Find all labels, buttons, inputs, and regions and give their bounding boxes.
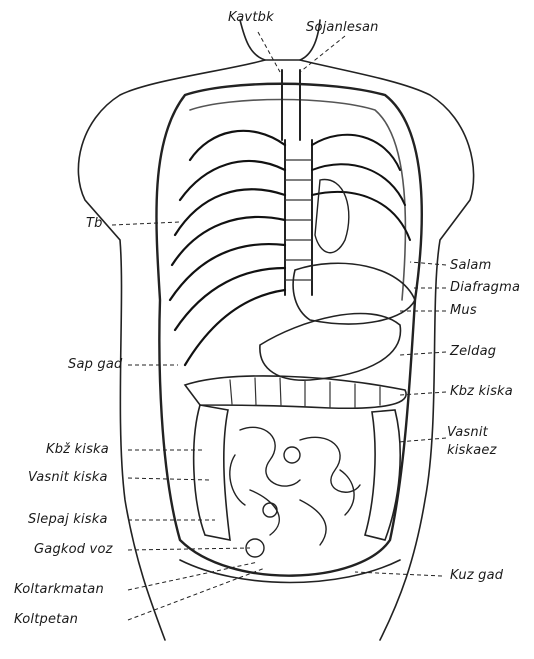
label-vasnit: Vasnit: [447, 425, 488, 441]
label-sojanlesan: Sojanlesan: [306, 20, 379, 36]
trachea: [282, 70, 300, 140]
sternum: [285, 140, 312, 295]
leader-lines: [112, 32, 446, 620]
small-intestine: [230, 427, 360, 557]
transverse-colon: [185, 376, 406, 408]
label-diafragma: Diafragma: [450, 280, 520, 296]
label-zeldag: Zeldag: [450, 344, 496, 360]
label-koltpetan: Koltpetan: [14, 612, 78, 628]
label-tb: Tb: [86, 216, 103, 232]
heart: [315, 180, 349, 253]
label-sap-gad: Sap gad: [68, 357, 122, 373]
ribs-right: [312, 135, 410, 240]
label-slepaj-kiska: Slepaj kiska: [28, 512, 108, 528]
label-kuz-gad: Kuz gad: [450, 568, 503, 584]
label-salam: Salam: [450, 258, 491, 274]
label-kiskaez: kiskaez: [447, 443, 497, 459]
label-kbz-kiska-left: Kbž kiska: [46, 442, 109, 458]
label-kbz-kiska-right: Kbz kiska: [450, 384, 513, 400]
label-koltarkmatan: Koltarkmatan: [14, 582, 104, 598]
label-mus: Mus: [450, 303, 477, 319]
label-vasnit-kiska: Vasnit kiska: [28, 470, 108, 486]
label-gagkod-voz: Gagkod voz: [34, 542, 113, 558]
ribs-left: [170, 131, 285, 365]
label-kavtbk: Kavtbk: [228, 10, 274, 26]
